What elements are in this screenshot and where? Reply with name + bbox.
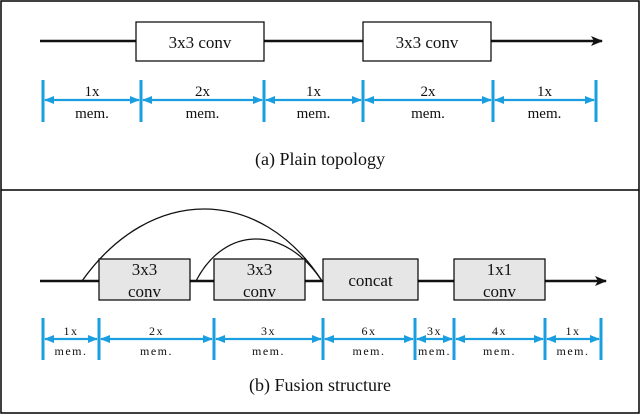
memory-unit: mem. xyxy=(411,106,445,122)
fusion-block-label-line1: 3x3 xyxy=(132,260,158,279)
memory-multiplier: 2x xyxy=(421,84,437,100)
memory-unit: mem. xyxy=(557,344,590,358)
plain-caption: (a) Plain topology xyxy=(255,149,385,170)
memory-unit: mem. xyxy=(55,344,88,358)
fusion-memory-row: 1x mem. 2x mem. 3x mem. 6x mem. 3x mem. 4x mem. 1x me… xyxy=(41,318,603,360)
plain-block: 3x3 conv xyxy=(135,21,265,62)
memory-unit: mem. xyxy=(528,106,562,122)
fusion-block-label-line1: 1x1 xyxy=(487,260,513,279)
memory-unit: mem. xyxy=(252,344,285,358)
fusion-structure-panel: 3x3 conv 3x3 conv concat 1x1 conv 1x mem.… xyxy=(40,208,607,396)
plain-block: 3x3 conv xyxy=(362,21,492,62)
memory-multiplier: 3x xyxy=(261,324,276,338)
fusion-block-label-line2: conv xyxy=(483,282,517,301)
memory-multiplier: 1x xyxy=(537,84,553,100)
plain-block-label: 3x3 conv xyxy=(169,33,232,52)
plain-block-label: 3x3 conv xyxy=(396,33,459,52)
fusion-block: concat xyxy=(322,258,419,301)
memory-multiplier: 1x xyxy=(306,84,322,100)
fusion-block: 1x1 conv xyxy=(453,258,546,301)
memory-unit: mem. xyxy=(483,344,516,358)
plain-topology-panel: 3x3 conv 3x3 conv 1x mem. 2x mem. 1x mem. 2x me… xyxy=(40,21,603,170)
memory-multiplier: 3x xyxy=(427,324,442,338)
fusion-block-label-line2: conv xyxy=(128,282,162,301)
memory-unit: mem. xyxy=(186,106,220,122)
memory-multiplier: 1x xyxy=(85,84,101,100)
skip-connection-inner xyxy=(195,238,323,282)
memory-multiplier: 2x xyxy=(149,324,164,338)
fusion-block-label-line1: concat xyxy=(348,271,393,290)
memory-unit: mem. xyxy=(418,344,451,358)
memory-unit: mem. xyxy=(140,344,173,358)
memory-unit: mem. xyxy=(75,106,109,122)
memory-multiplier: 4x xyxy=(492,324,507,338)
memory-unit: mem. xyxy=(297,106,331,122)
memory-multiplier: 2x xyxy=(195,84,211,100)
fusion-block: 3x3 conv xyxy=(98,258,191,301)
skip-connection-outer xyxy=(81,208,323,282)
fusion-block: 3x3 conv xyxy=(213,258,306,301)
fusion-block-label-line1: 3x3 xyxy=(247,260,273,279)
plain-memory-row: 1x mem. 2x mem. 1x mem. 2x mem. 1x mem. xyxy=(41,80,598,122)
fusion-block-label-line2: conv xyxy=(243,282,277,301)
memory-unit: mem. xyxy=(353,344,386,358)
fusion-caption: (b) Fusion structure xyxy=(249,375,391,396)
memory-multiplier: 6x xyxy=(362,324,377,338)
memory-multiplier: 1x xyxy=(566,324,581,338)
memory-multiplier: 1x xyxy=(64,324,79,338)
